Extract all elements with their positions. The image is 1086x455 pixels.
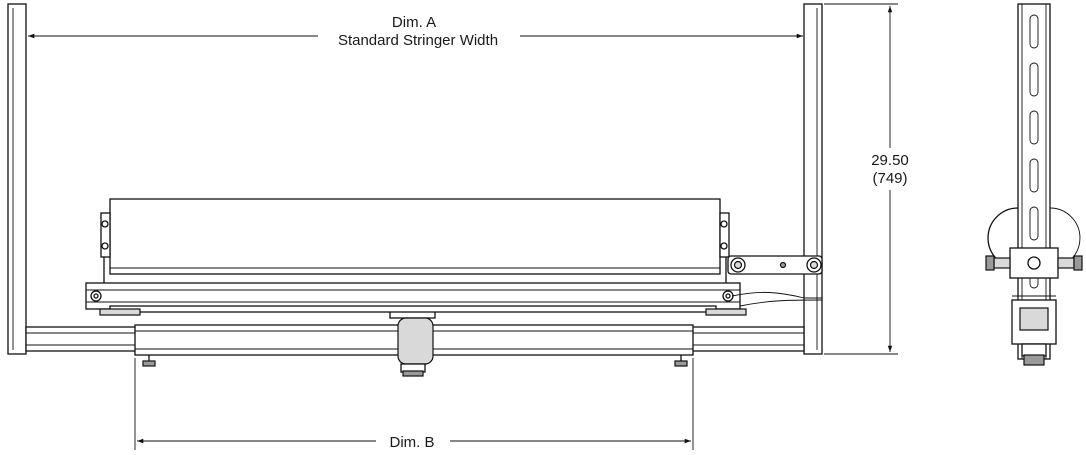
height-dimension: 29.50 (749) (824, 3, 918, 355)
trip-lever (727, 255, 823, 307)
left-stringer (7, 3, 27, 355)
dim-b-dimension: Dim. B (134, 358, 694, 452)
dim-a-label: Dim. A (392, 14, 436, 31)
leveling-foot-left (142, 355, 156, 367)
side-bracket (985, 247, 1083, 279)
height-mm-label: (749) (872, 170, 907, 187)
front-view: Dim. A Standard Stringer Width 29.50 (74… (7, 3, 918, 452)
side-view (985, 3, 1083, 366)
side-carriage (1011, 295, 1057, 366)
tracking-frame (85, 282, 747, 316)
height-inches-label: 29.50 (871, 152, 909, 169)
stringer-slots (1029, 14, 1039, 289)
leveling-foot-right (674, 355, 688, 367)
dim-a-caption: Standard Stringer Width (338, 32, 498, 49)
tracking-roller (100, 198, 730, 283)
right-stringer (803, 3, 823, 355)
dim-b-label: Dim. B (390, 434, 435, 451)
dim-a-dimension: Dim. A Standard Stringer Width (27, 14, 803, 49)
